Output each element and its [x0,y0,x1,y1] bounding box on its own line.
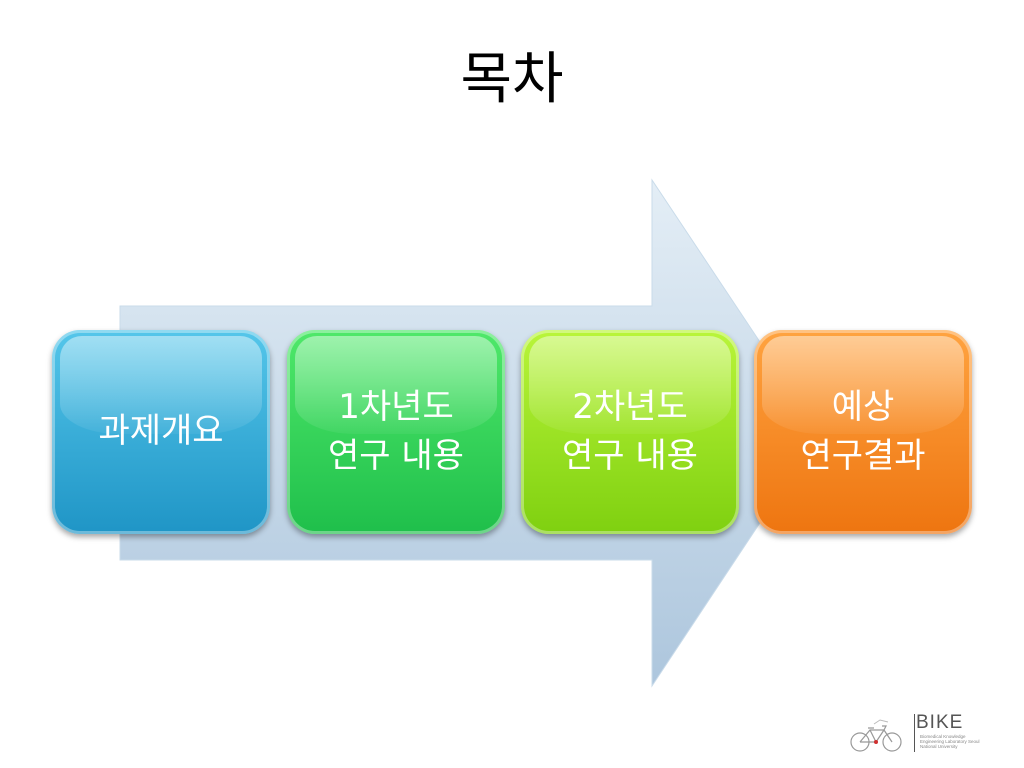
step-year2-box[interactable]: 2차년도 연구 내용 [521,330,739,534]
step-label-line2: 연구 내용 [562,436,698,476]
logo-name: BIKE [916,712,964,733]
bicycle-icon [850,719,902,752]
step-overview-box[interactable]: 과제개요 [52,330,270,534]
step-expected-results-box[interactable]: 예상 연구결과 [754,330,972,534]
step-label-line1: 1차년도 [338,386,454,427]
logo-divider [914,714,915,752]
step-label-line2: 연구결과 [800,436,926,476]
step-label-line1: 과제개요 [98,411,224,452]
bike-lab-logo: BIKE Biomedical Knowledge Engineering La… [848,712,980,756]
slide-title: 목차 [460,47,564,112]
step-year1-box[interactable]: 1차년도 연구 내용 [287,330,505,534]
step-label-line2: 연구 내용 [328,436,464,476]
step-label-line1: 2차년도 [572,386,688,427]
logo-subtitle: Biomedical Knowledge Engineering Laborat… [920,734,980,749]
step-label-line1: 예상 [831,386,895,427]
